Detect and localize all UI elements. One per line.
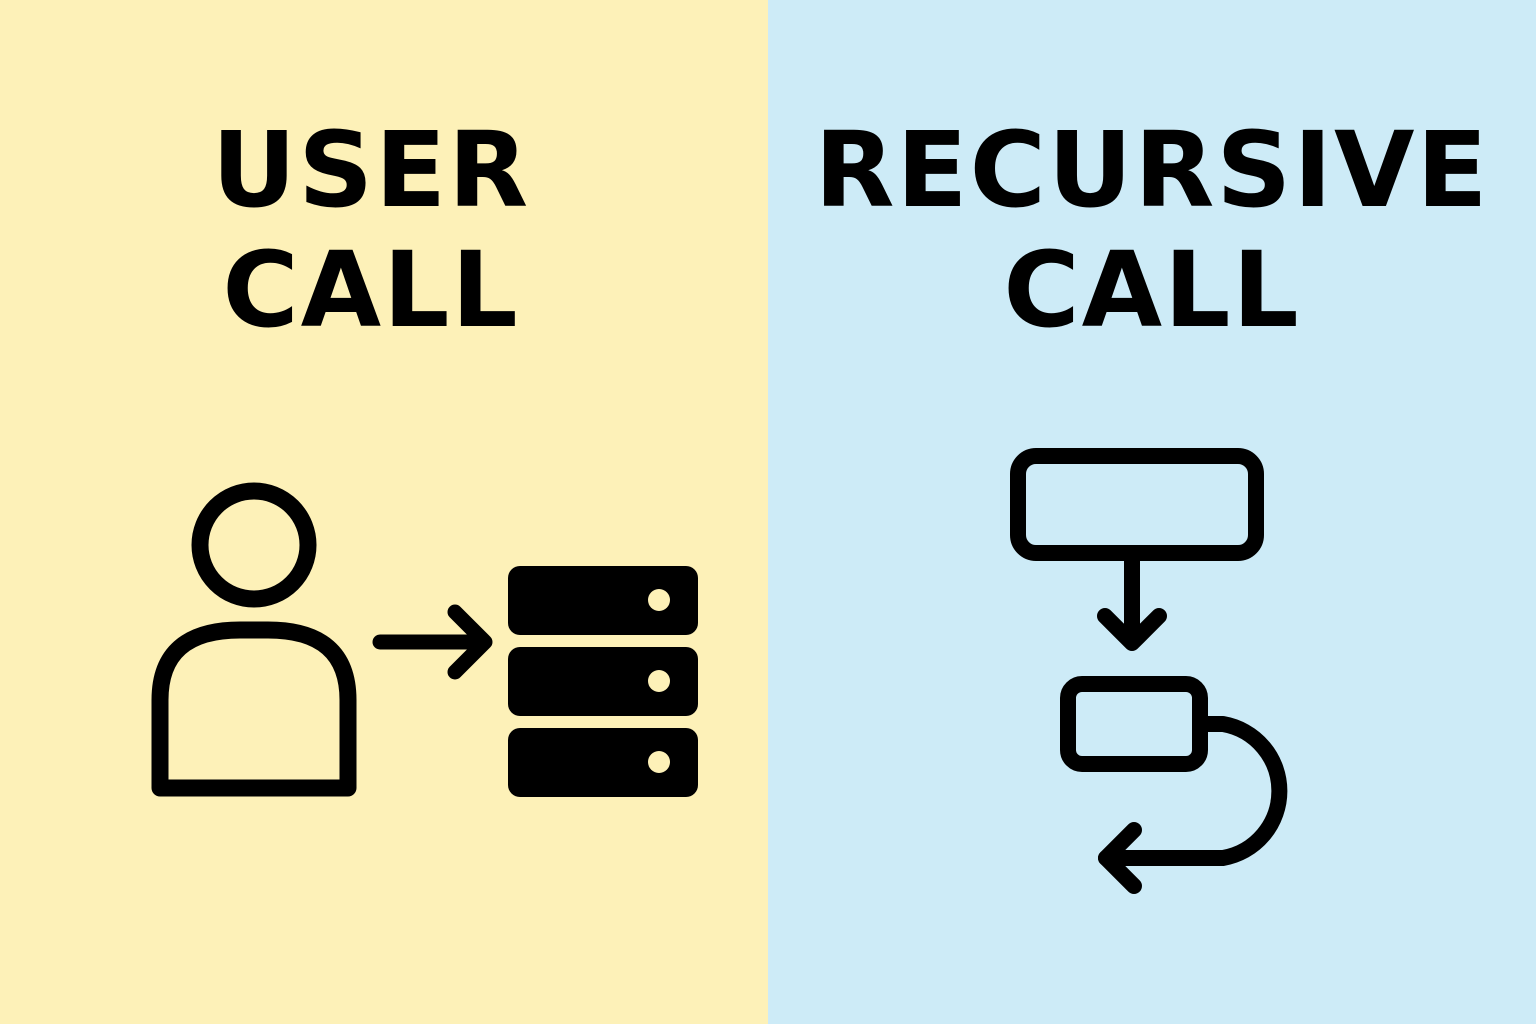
server-unit-middle — [508, 647, 698, 716]
user-call-illustration — [151, 482, 698, 797]
user-call-panel: USER CALL — [0, 0, 768, 1024]
recursive-call-title-line1: RECURSIVE — [814, 109, 1490, 231]
server-unit-top — [508, 566, 698, 635]
box-icon — [1010, 448, 1264, 561]
arrow-down-icon — [1097, 545, 1167, 651]
recursive-call-illustration — [1010, 448, 1288, 894]
arrow-right-icon — [372, 604, 493, 680]
user-call-title-line1: USER — [211, 109, 531, 231]
server-unit-bottom — [508, 728, 698, 797]
recursive-call-title-line2: CALL — [1003, 229, 1301, 351]
loop-back-arrow-icon — [1098, 716, 1288, 894]
recursive-call-title: RECURSIVE CALL — [768, 110, 1536, 350]
user-call-title-line2: CALL — [222, 229, 520, 351]
server-icon — [508, 566, 698, 797]
box-icon — [1060, 676, 1208, 772]
server-light-middle — [648, 670, 670, 692]
user-call-title: USER CALL — [0, 110, 768, 350]
recursive-call-panel: RECURSIVE CALL — [768, 0, 1536, 1024]
server-light-top — [648, 589, 670, 611]
server-light-bottom — [648, 751, 670, 773]
user-icon — [151, 482, 357, 797]
